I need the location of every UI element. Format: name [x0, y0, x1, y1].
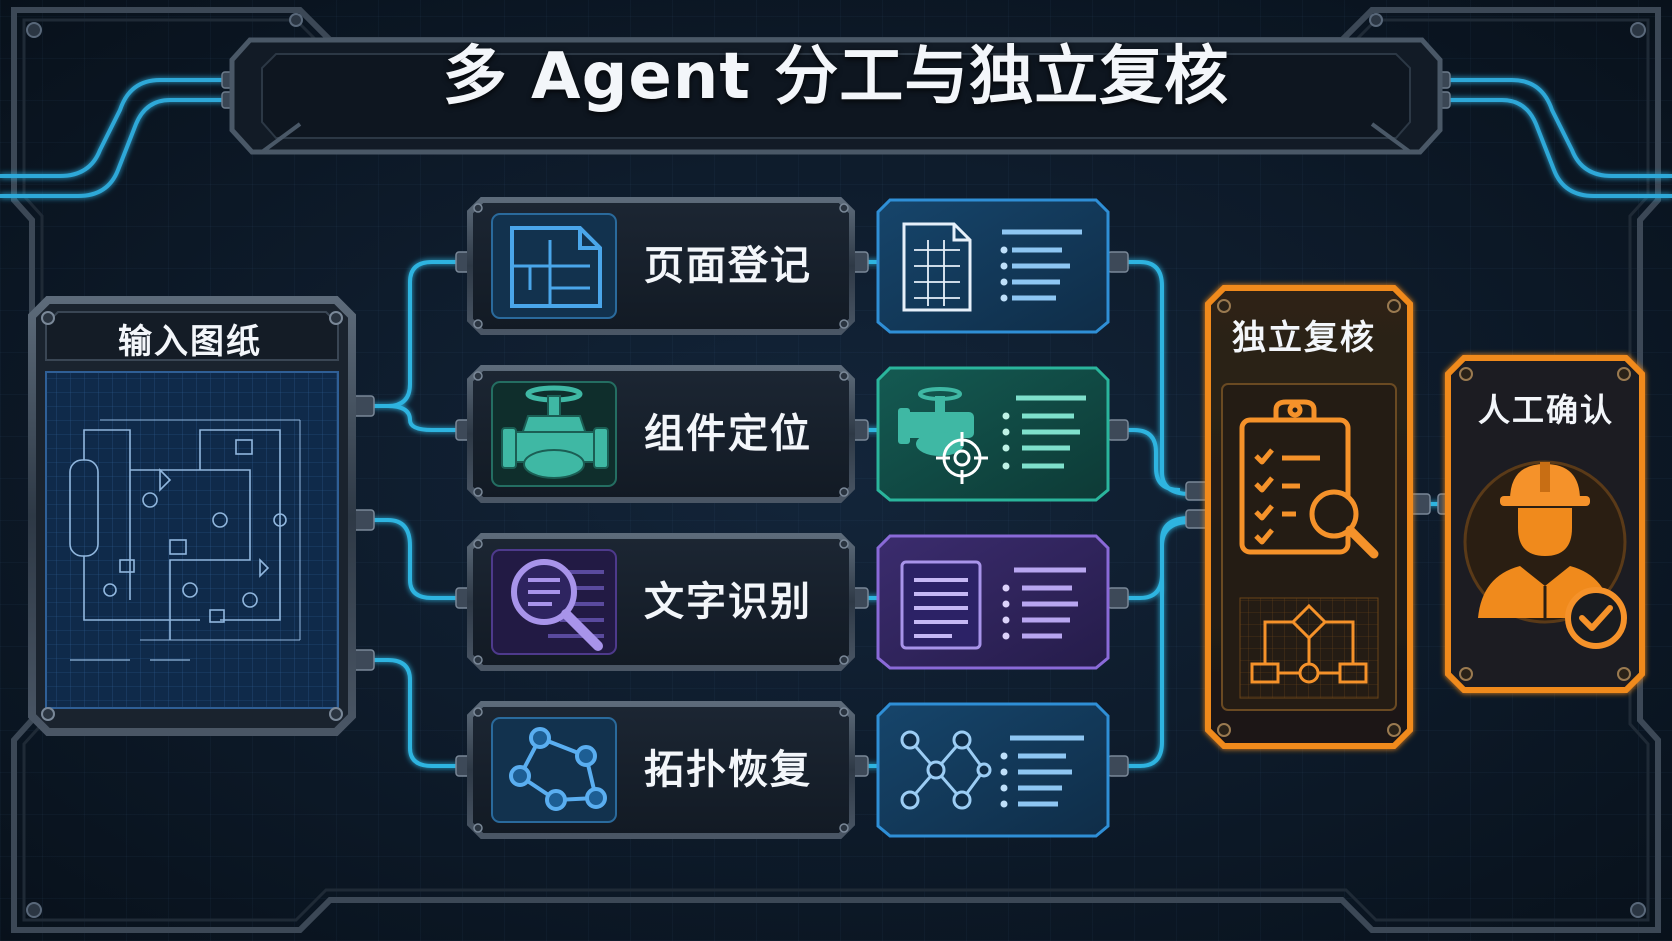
input-panel-label: 输入图纸: [118, 322, 262, 362]
blueprint-schematic-icon: [69, 419, 301, 661]
decorative-cables: [0, 78, 1672, 198]
agent-label-text-recognition: 文字识别: [644, 579, 812, 625]
clipboard-checklist-magnifier-icon: [1239, 399, 1379, 559]
node-graph-icon: [509, 727, 607, 811]
grid-document-icon: [902, 222, 972, 312]
agent-label-component-location: 组件定位: [644, 411, 812, 457]
output-card-3: [876, 534, 1110, 670]
review-panel: [1205, 285, 1413, 749]
text-document-icon: [900, 560, 982, 650]
cable-input-to-agent-3: [370, 518, 460, 600]
confirm-panel: [1445, 355, 1645, 693]
valve-icon: [501, 385, 609, 479]
agent-row-2: [467, 365, 855, 503]
cable-out-4-to-review: [1110, 520, 1191, 768]
title-plate: [229, 37, 1443, 155]
output-card-2: [876, 366, 1110, 502]
agent-row-3: [467, 533, 855, 671]
cable-input-to-agent-1: [370, 260, 460, 408]
cable-input-to-agent-2: [370, 404, 460, 432]
cable-out-1-to-review: [1110, 260, 1206, 496]
flowchart-icon: [1250, 603, 1368, 684]
agent-label-page-registration: 页面登记: [644, 243, 812, 289]
magnifier-text-icon: [511, 559, 604, 651]
confirm-panel-label: 人工确认: [1477, 391, 1614, 429]
output-card-1: [876, 198, 1110, 334]
floor-plan-icon: [510, 226, 602, 308]
valve-target-icon: [898, 387, 988, 484]
engineer-check-icon: [1463, 460, 1627, 649]
cable-input-to-agent-4: [370, 658, 460, 768]
agent-label-topology-recovery: 拓扑恢复: [644, 747, 812, 793]
cable-out-3-to-review: [1110, 516, 1206, 600]
output-lines: [1002, 229, 1082, 301]
output-card-4: [876, 702, 1110, 838]
cable-out-2-to-review: [1110, 428, 1181, 492]
input-panel: [28, 296, 356, 736]
review-panel-label: 独立复核: [1232, 318, 1376, 358]
page-title: 多 Agent 分工与独立复核: [442, 40, 1230, 114]
network-graph-icon: [900, 730, 992, 810]
agent-screws: [473, 203, 849, 833]
